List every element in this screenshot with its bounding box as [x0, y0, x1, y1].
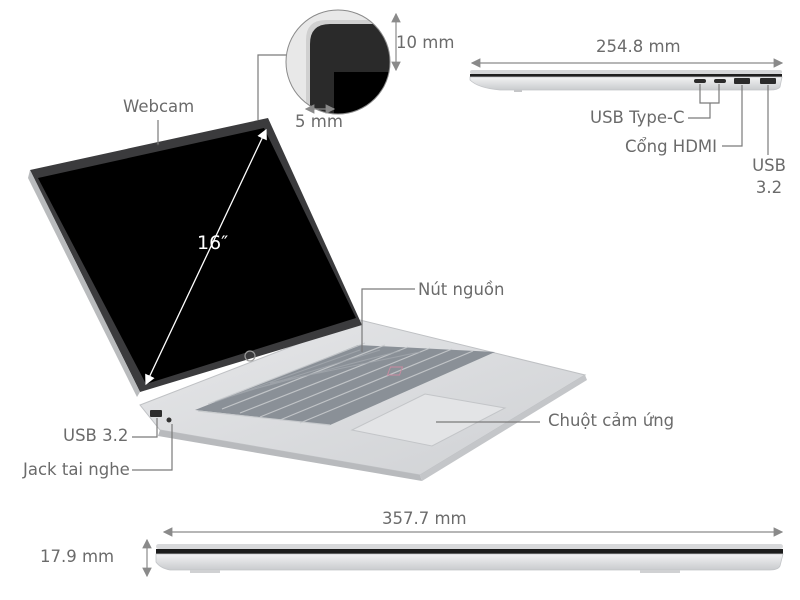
bezel-zoom-detail: [285, 9, 391, 115]
height-label: 17.9 mm: [40, 547, 115, 566]
webcam-label: Webcam: [123, 97, 195, 116]
right-usb-label-line1: USB: [752, 156, 786, 175]
front-view: [142, 527, 784, 578]
diagonal-arrow: [145, 128, 267, 386]
touchpad: [350, 393, 507, 447]
touchpad-label: Chuột cảm ứng: [548, 411, 675, 430]
left-usb-label: USB 3.2: [63, 426, 129, 445]
leader-lines: [132, 54, 540, 471]
screen-size-label: 16″: [197, 232, 229, 254]
hdmi-label: Cổng HDMI: [625, 137, 718, 156]
bezel-top-label: 10 mm: [396, 33, 455, 52]
intel-sticker: [386, 366, 404, 376]
keyboard: [195, 342, 495, 426]
usb-c-label: USB Type-C: [590, 108, 685, 127]
hdmi-port: [734, 78, 750, 84]
usb-c-port-1: [694, 79, 706, 83]
usb-a-port: [760, 78, 776, 84]
usb-c-port-2: [714, 79, 726, 83]
left-side-ports: [150, 410, 172, 423]
audio-jack-label: Jack tai nghe: [23, 460, 130, 479]
depth-label: 254.8 mm: [596, 37, 681, 56]
bezel-side-label: 5 mm: [295, 112, 343, 131]
right-usb-label-line2: 3.2: [755, 178, 783, 197]
side-view: [469, 58, 784, 155]
width-label: 357.7 mm: [382, 509, 467, 528]
power-button-label: Nút nguồn: [418, 280, 505, 299]
